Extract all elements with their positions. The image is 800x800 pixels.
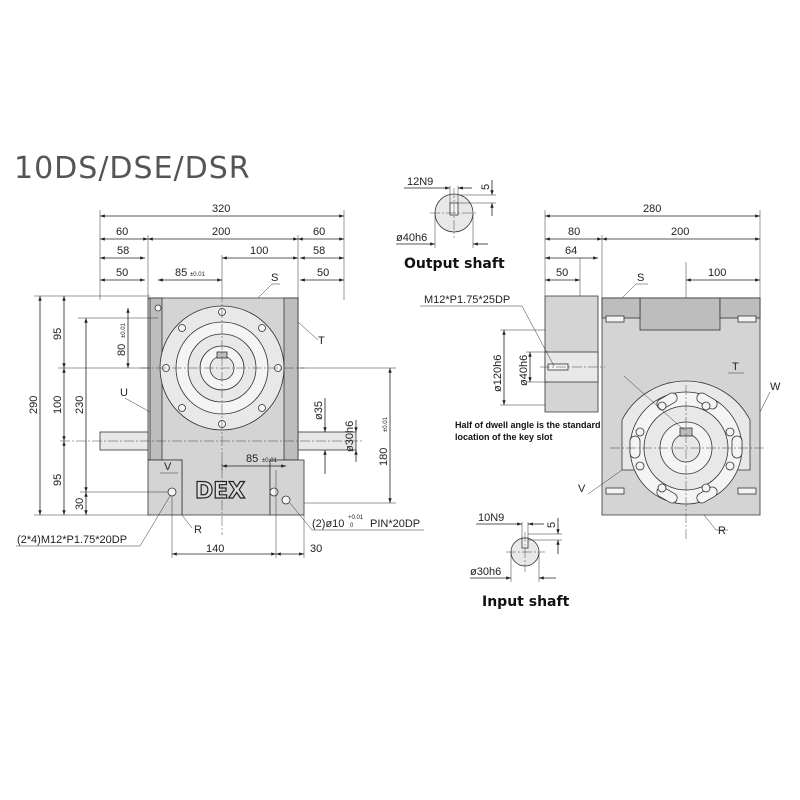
bolt-icon [657,483,667,493]
bolt-icon [635,427,645,437]
dim-pin-80: 80 [116,344,128,356]
side-top-step [639,297,721,331]
side-dim-200: 200 [671,226,689,238]
housing-right-rib [283,297,299,461]
input-shaft-caption: Input shaft [482,594,570,610]
dim-left-50: 50 [116,267,128,279]
input-shaft-detail: 10N9 5 ø30h6 Input shaft [470,512,570,610]
dim-offset-85-tol: ±0.01 [190,272,206,278]
dim-overall-width: 320 [212,203,230,215]
callout-bolt-spec: (2*4)M12*P1.75*20DP [17,534,127,546]
dim-shaft-dia-35: ø35 [313,401,325,420]
dim-bottom-offset-tol: ±0.01 [262,458,278,464]
front-view: DEX 320 60 200 60 58 100 58 50 85 ±0.01 … [16,203,424,558]
bolt-icon [154,304,162,312]
dim-right-50: 50 [317,267,329,279]
callout-pin-tol-lower: 0 [350,523,354,529]
bolt-icon [635,461,645,471]
bolt-icon [258,324,266,332]
output-key-width: 12N9 [407,176,433,188]
tapped-hole [737,487,757,495]
callout-pin-suffix: PIN*20DP [370,518,420,530]
output-shaft-dia: ø40h6 [396,232,427,244]
label-u-front: U [120,387,128,399]
foot-right [269,459,305,516]
label-s-side: S [637,272,644,284]
dim-pin-80-tol: ±0.01 [121,322,127,338]
bolt-icon [178,404,186,412]
bolt-icon [725,461,735,471]
bolt-icon [701,401,711,411]
dim-left-58: 58 [117,245,129,257]
input-shaft-dia: ø30h6 [470,566,501,578]
side-dia-40h6: ø40h6 [518,355,530,386]
side-view: 280 80 200 64 50 100 M12*P1.75*25DP ø120… [420,203,781,540]
dim-offset-85: 85 [175,267,187,279]
side-dim-100: 100 [708,267,726,279]
side-dia-120h6: ø120h6 [492,355,504,392]
dim-bottom-offset-85: 85 [246,453,258,465]
dim-height-180-tol: ±0.01 [383,416,389,432]
label-v-front: V [164,461,172,473]
label-r-side: R [718,525,726,537]
label-w-side: W [770,381,781,393]
side-bolt-spec: M12*P1.75*25DP [424,294,510,306]
bolt-icon [167,487,177,497]
dim-height-180: 180 [378,448,390,466]
dim-right-58: 58 [313,245,325,257]
side-dim-50: 50 [556,267,568,279]
housing-left-rib [149,297,163,461]
dim-height-230: 230 [74,396,86,414]
dim-center-100: 100 [250,245,268,257]
dim-right-30: 30 [310,543,322,555]
drawing-title: 10DS/DSE/DSR [14,151,251,186]
dim-width-140: 140 [206,543,224,555]
bolt-icon [701,483,711,493]
pin-icon [281,495,291,505]
bolt-icon [725,427,735,437]
side-dim-64: 64 [565,245,577,257]
callout-pin-tol-upper: +0.01 [348,515,364,521]
output-shaft-detail: 12N9 5 ø40h6 Output shaft [396,176,505,272]
label-t-side: T [732,361,739,373]
input-key-depth: 5 [546,522,558,528]
side-dim-80: 80 [568,226,580,238]
dim-center-200: 200 [212,226,230,238]
side-dim-overall: 280 [643,203,661,215]
dex-logo: DEX [195,479,245,504]
side-top-left [601,297,641,319]
dim-overall-height: 290 [28,396,40,414]
dim-top-95: 95 [52,328,64,340]
dim-left-60: 60 [116,226,128,238]
label-r-front: R [194,524,202,536]
label-v-side: V [578,483,586,495]
tapped-hole [605,315,625,323]
dim-base-30: 30 [74,498,86,510]
callout-pin-prefix: (2)ø10 [312,518,344,530]
label-t-front: T [318,335,325,347]
bolt-icon [178,324,186,332]
bolt-icon [657,401,667,411]
dim-bottom-95: 95 [52,474,64,486]
label-s-front: S [271,272,278,284]
dim-right-60: 60 [313,226,325,238]
input-key-width: 10N9 [478,512,504,524]
note-line-1: Half of dwell angle is the standard [455,420,601,430]
side-slots [629,392,743,504]
tapped-hole [605,487,625,495]
dim-output-dia-30h6: ø30h6 [344,421,356,452]
side-top-right [719,297,761,319]
bolt-icon [269,487,279,497]
foot-left [147,459,183,516]
output-shaft-caption: Output shaft [404,256,505,272]
bolt-icon [258,404,266,412]
note-line-2: location of the key slot [455,432,553,442]
dim-mid-100: 100 [52,396,64,414]
output-key-depth: 5 [480,184,492,190]
tapped-hole [737,315,757,323]
